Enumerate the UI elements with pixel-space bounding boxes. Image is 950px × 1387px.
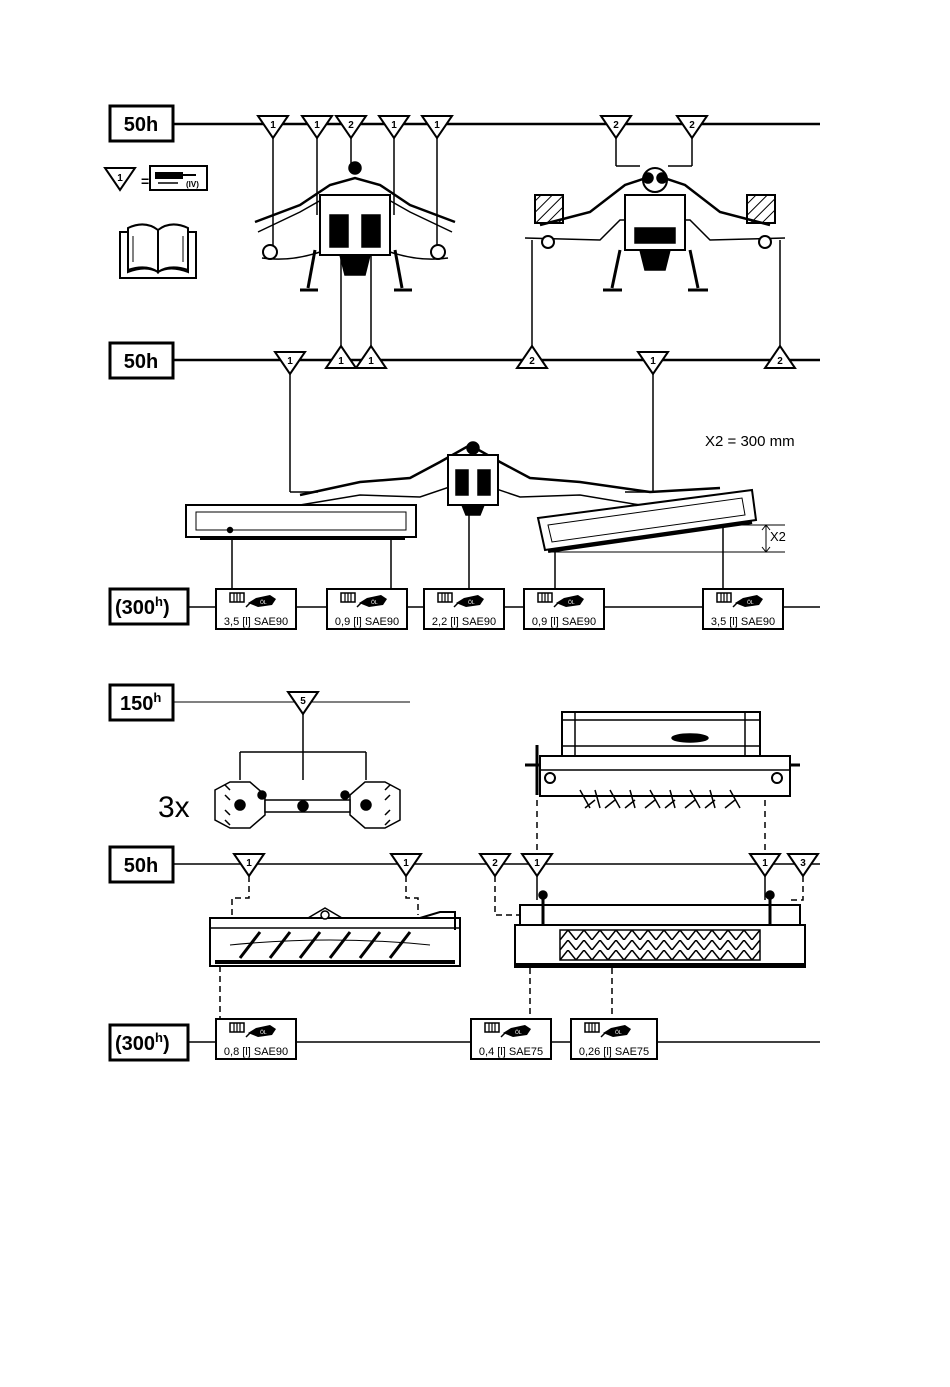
- quantity-multiplier: 3x: [158, 791, 190, 824]
- marker-number: 2: [689, 120, 695, 131]
- grease-marker: 1: [234, 854, 264, 876]
- marker-number: 1: [403, 858, 409, 869]
- interval-row-5: 50h: [110, 847, 820, 882]
- oil-spec: 0,8 [l] SAE90: [224, 1046, 288, 1058]
- marker-number: 5: [300, 696, 306, 707]
- dimension-label: X2: [770, 529, 786, 544]
- oil-fill-box: 0,4 [l] SAE75: [471, 1019, 551, 1059]
- marker-number: 1: [270, 120, 276, 131]
- oil-fill-box: 3,5 [l] SAE90: [703, 589, 783, 629]
- oil-spec: 3,5 [l] SAE90: [224, 616, 288, 628]
- marker-number: 1: [391, 120, 397, 131]
- grease-marker: 3: [788, 854, 818, 876]
- marker-number: 1: [314, 120, 320, 131]
- dimension-note: X2 = 300 mm: [705, 433, 795, 450]
- marker-number: 1: [338, 356, 344, 367]
- grease-marker: 1: [326, 346, 356, 368]
- interval-label: 50h: [124, 114, 158, 136]
- auger-unit-side-view: [210, 876, 460, 1018]
- grease-marker: 2: [480, 854, 510, 876]
- marker-number: 2: [613, 120, 619, 131]
- grease-marker: 2: [677, 116, 707, 138]
- interval-label: 50h: [124, 855, 158, 877]
- grease-marker: 1: [422, 116, 452, 138]
- marker-number: 2: [777, 356, 783, 367]
- grease-marker: 1: [258, 116, 288, 138]
- grease-marker: 1: [750, 854, 780, 876]
- machine-rear-view-transport: [525, 138, 785, 350]
- oil-fill-box: 0,9 [l] SAE90: [524, 589, 604, 629]
- grease-marker: 1: [522, 854, 552, 876]
- marker-number: 1: [650, 356, 656, 367]
- grease-marker: 1: [302, 116, 332, 138]
- marker-number: 2: [492, 858, 498, 869]
- grease-marker: 1: [638, 352, 668, 374]
- oil-spec: 3,5 [l] SAE90: [711, 616, 775, 628]
- marker-number: 2: [348, 120, 354, 131]
- marker-number: 1: [368, 356, 374, 367]
- conditioner-rear-view: [525, 712, 800, 855]
- marker-number: 1: [534, 858, 540, 869]
- grease-marker: 2: [517, 346, 547, 368]
- grease-marker: 1: [275, 352, 305, 374]
- grease-marker: 1: [379, 116, 409, 138]
- grease-marker: 1: [356, 346, 386, 368]
- interval-row-2: 50h: [110, 343, 820, 378]
- oil-spec: 2,2 [l] SAE90: [432, 616, 496, 628]
- oil-spec: 0,9 [l] SAE90: [532, 616, 596, 628]
- interval-row-4: 150h: [110, 685, 410, 720]
- legend-triangle-number: 1: [117, 173, 123, 184]
- grease-gun-label: (IV): [186, 180, 199, 189]
- oil-spec: 0,4 [l] SAE75: [479, 1046, 543, 1058]
- marker-number: 1: [762, 858, 768, 869]
- interval-row-1: 50h: [110, 106, 820, 141]
- pto-shaft: [212, 714, 402, 828]
- oil-fill-box: 0,26 [l] SAE75: [571, 1019, 657, 1059]
- roller-unit-front-view: [495, 876, 805, 1018]
- grease-marker: 2: [336, 116, 366, 138]
- machine-front-view-transport: [255, 138, 455, 350]
- grease-marker: 2: [765, 346, 795, 368]
- machine-working-position: [186, 374, 785, 590]
- marker-number: 2: [529, 356, 535, 367]
- marker-number: 1: [434, 120, 440, 131]
- oil-spec: 0,26 [l] SAE75: [579, 1046, 649, 1058]
- grease-marker: 2: [601, 116, 631, 138]
- oil-fill-box: 2,2 [l] SAE90: [424, 589, 504, 629]
- marker-number: 1: [287, 356, 293, 367]
- interval-label: 50h: [124, 351, 158, 373]
- oil-fill-box: 3,5 [l] SAE90: [216, 589, 296, 629]
- legend-equals: =: [141, 173, 149, 189]
- oil-fill-box: 0,9 [l] SAE90: [327, 589, 407, 629]
- manual-book-icon: [120, 224, 196, 278]
- marker-number: 3: [800, 858, 806, 869]
- marker-number: 1: [246, 858, 252, 869]
- oil-spec: 0,9 [l] SAE90: [335, 616, 399, 628]
- grease-marker: 1: [391, 854, 421, 876]
- oil-fill-box: 0,8 [l] SAE90: [216, 1019, 296, 1059]
- legend: 1 = (IV): [105, 166, 207, 190]
- grease-marker: 5: [288, 692, 318, 714]
